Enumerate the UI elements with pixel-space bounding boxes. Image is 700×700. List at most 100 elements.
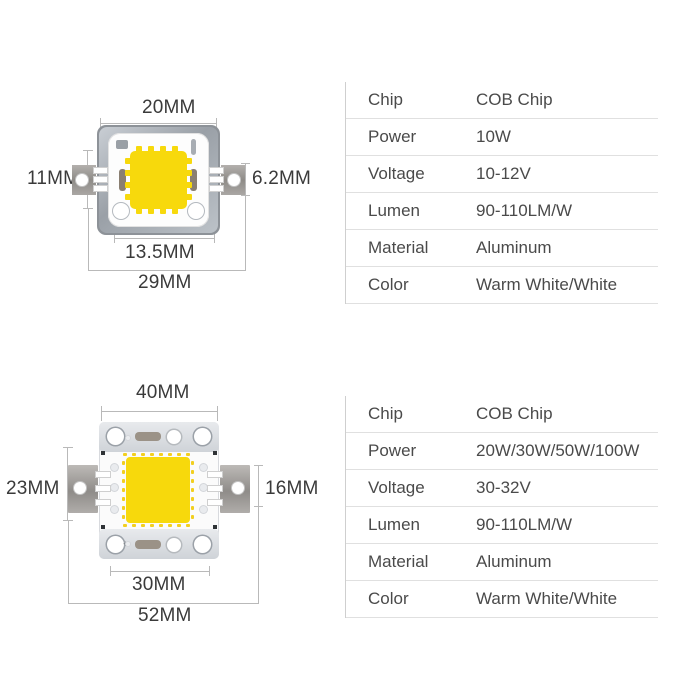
- registration-mark: [101, 451, 105, 455]
- spec-key: Color: [368, 275, 409, 294]
- led-cob-chip-100w: +: [68, 418, 250, 563]
- led-dot: [132, 524, 136, 527]
- chip-ring-top: [167, 430, 181, 444]
- led-dot: [122, 515, 125, 519]
- emitter-tab: [172, 208, 178, 214]
- led-dot: [186, 453, 190, 456]
- led-dot: [159, 524, 163, 527]
- emitter-tab: [172, 146, 178, 152]
- led-dot: [122, 488, 125, 492]
- spec-table-10w: Chip COB Chip Power 10W Voltage 10-12V L…: [345, 82, 658, 304]
- body-pad-dot: [111, 484, 118, 491]
- led-dot: [122, 470, 125, 474]
- dimension-label-23mm: 23MM: [6, 478, 60, 499]
- dimension-extension: [88, 209, 89, 271]
- spec-value: 10-12V: [476, 164, 531, 183]
- led-dot: [141, 524, 145, 527]
- spec-key: Chip: [368, 404, 403, 423]
- dimension-line-bottom-inner-10w: [114, 238, 215, 239]
- spec-key: Material: [368, 238, 429, 257]
- spec-value: Aluminum: [476, 552, 552, 571]
- emitter-tab: [136, 208, 142, 214]
- terminal-left-prong: [94, 186, 107, 191]
- spec-value: Warm White/White: [476, 275, 618, 294]
- led-dot: [191, 479, 194, 483]
- dimension-line-bottom-inner-100w: [110, 571, 210, 572]
- led-dot: [122, 479, 125, 483]
- dimension-extension: [245, 196, 246, 271]
- led-dot: [168, 453, 172, 456]
- phosphor-emitter: [130, 151, 187, 209]
- body-pad-dot: [111, 506, 118, 513]
- emitter-tab: [125, 182, 131, 188]
- led-dot: [141, 453, 145, 456]
- dimension-line-top-10w: [100, 123, 217, 124]
- mounting-hole: [188, 203, 204, 219]
- emitter-tab: [148, 208, 154, 214]
- terminal-left-prong: [96, 500, 110, 505]
- dimension-tick: [83, 208, 93, 209]
- dimension-line-right-10w: [245, 163, 246, 196]
- spec-key: Voltage: [368, 164, 425, 183]
- emitter-tab: [148, 146, 154, 152]
- spec-value: COB Chip: [476, 90, 553, 109]
- led-dot: [122, 506, 125, 510]
- dimension-tick: [254, 506, 263, 507]
- spec-key: Material: [368, 552, 429, 571]
- spec-value: 30-32V: [476, 478, 531, 497]
- spec-key: Voltage: [368, 478, 425, 497]
- spec-key: Chip: [368, 90, 403, 109]
- spec-value: Aluminum: [476, 238, 552, 257]
- dimension-extension: [101, 411, 102, 421]
- terminal-left-prong: [96, 486, 110, 491]
- led-dot: [159, 453, 163, 456]
- terminal-right-prong: [208, 486, 222, 491]
- emitter-tab: [125, 158, 131, 164]
- table-row: Power 20W/30W/50W/100W: [346, 433, 658, 470]
- dimension-label-6-2mm: 6.2MM: [252, 168, 312, 189]
- terminal-right-prong: [210, 168, 223, 173]
- led-dot: [191, 488, 194, 492]
- dimension-line-right-100w: [258, 465, 259, 507]
- terminal-right-prong: [210, 186, 223, 191]
- polarity-plus-marking: +: [123, 539, 128, 549]
- led-dot: [150, 524, 154, 527]
- led-dot: [123, 524, 127, 527]
- dimension-tick: [214, 233, 215, 243]
- spec-value: 20W/30W/50W/100W: [476, 441, 640, 460]
- spec-value: 90-110LM/W: [476, 515, 573, 534]
- terminal-right-prong: [208, 500, 222, 505]
- dimension-tick: [83, 150, 93, 151]
- dimension-tick: [254, 465, 263, 466]
- registration-mark: [213, 525, 217, 529]
- dimension-line-bottom-outer-10w: [88, 270, 246, 271]
- alignment-dot: [126, 542, 130, 546]
- emitter-tab: [125, 170, 131, 176]
- emitter-tab: [136, 146, 142, 152]
- alignment-dot: [126, 436, 130, 440]
- bond-slot-right: [190, 169, 197, 191]
- spec-value: 90-110LM/W: [476, 201, 573, 220]
- table-row: Color Warm White/White: [346, 267, 658, 304]
- spec-value: 10W: [476, 127, 511, 146]
- table-row: Power 10W: [346, 119, 658, 156]
- led-dot: [123, 453, 127, 456]
- terminal-left-hole: [76, 174, 88, 186]
- mounting-hole: [107, 536, 124, 553]
- mounting-hole: [194, 536, 211, 553]
- registration-mark: [101, 525, 105, 529]
- dimension-extension: [258, 507, 259, 604]
- dimension-label-52mm: 52MM: [138, 605, 192, 626]
- emitter-tab: [160, 146, 166, 152]
- led-dot: [122, 461, 125, 465]
- mounting-hole: [107, 428, 124, 445]
- spec-value: COB Chip: [476, 404, 553, 423]
- dimension-label-13-5mm: 13.5MM: [125, 242, 195, 263]
- table-row: Voltage 30-32V: [346, 470, 658, 507]
- body-pad-dot: [111, 464, 118, 471]
- led-cob-chip-10w: [72, 125, 245, 235]
- dimension-label-16mm: 16MM: [265, 478, 319, 499]
- dimension-line-top-100w: [101, 411, 218, 412]
- led-dot: [177, 524, 181, 527]
